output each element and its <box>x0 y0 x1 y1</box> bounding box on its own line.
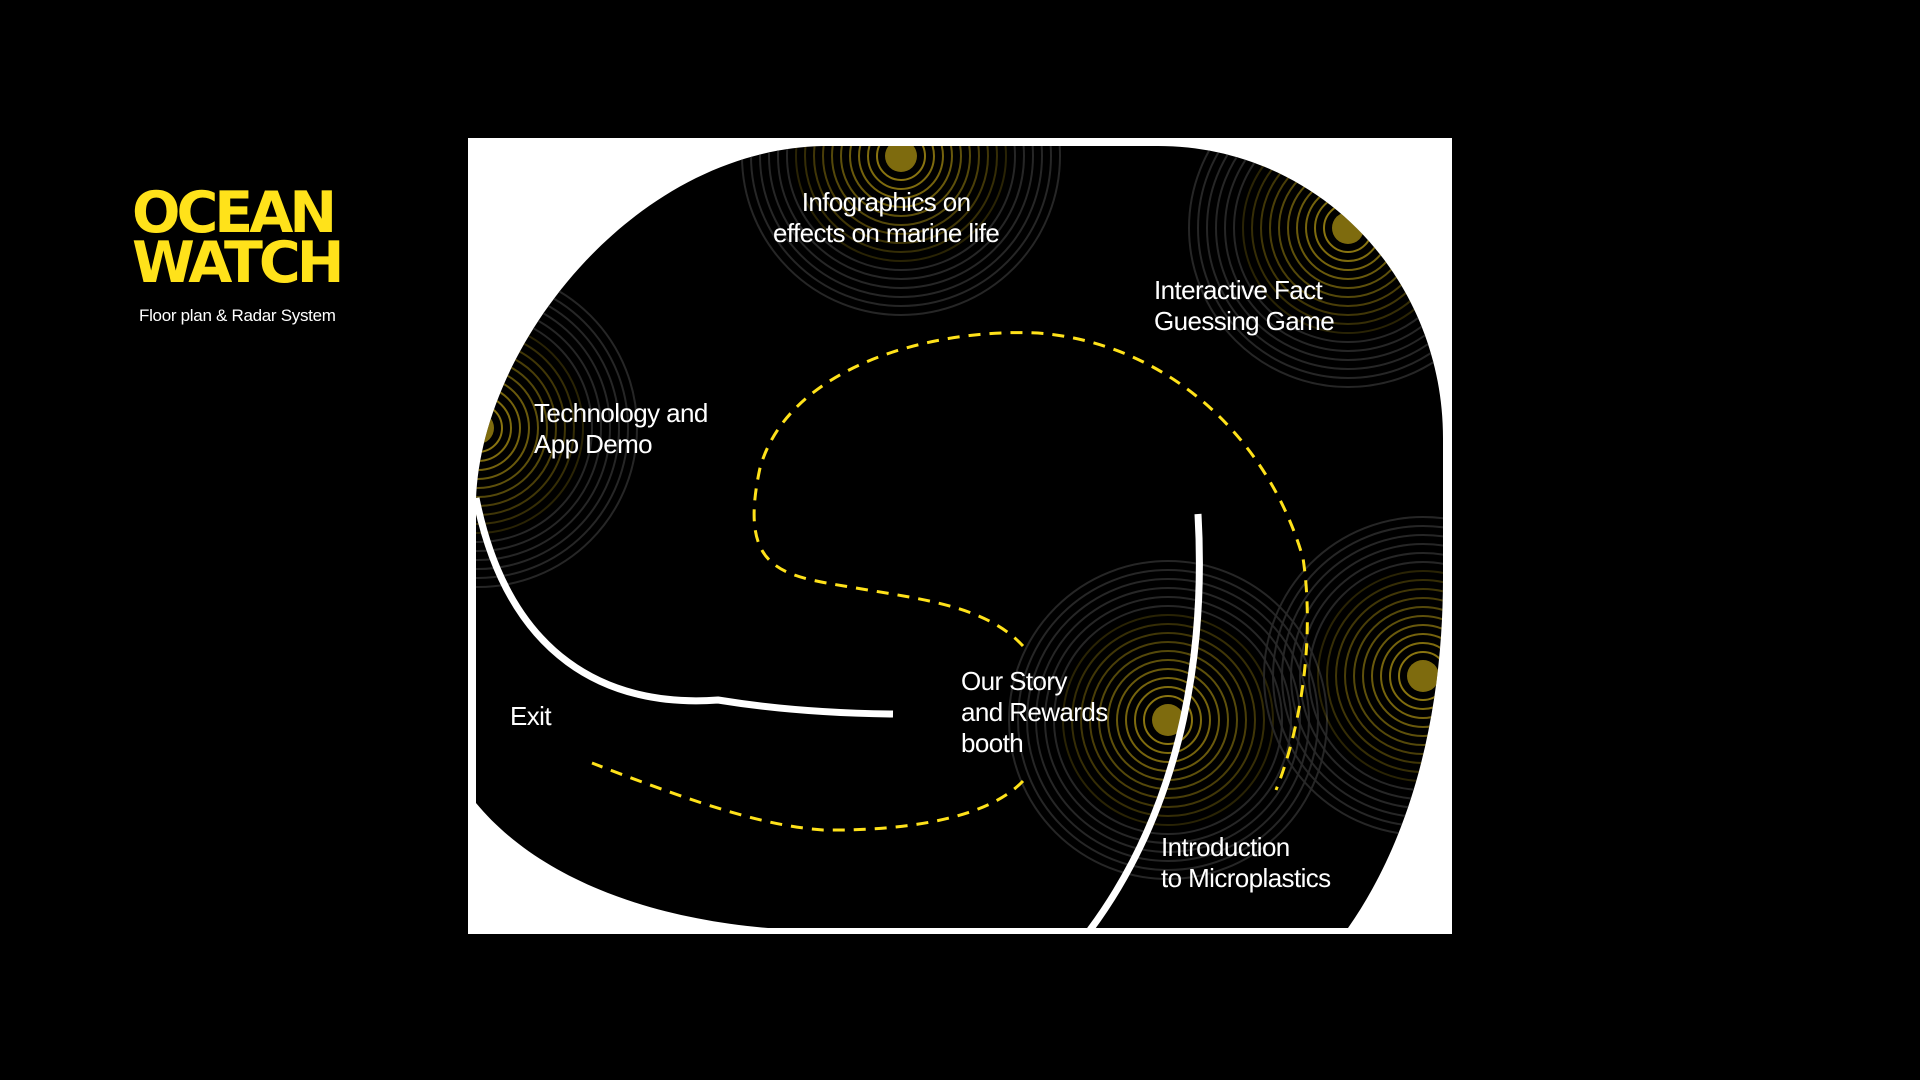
radar-ring <box>795 146 1007 262</box>
brand-block: OCEAN WATCH Floor plan & Radar System <box>132 180 372 326</box>
radar-ring <box>1197 146 1444 379</box>
floor-plan-map <box>468 138 1452 934</box>
radar-ring <box>831 146 971 226</box>
radar-ring <box>768 146 1034 289</box>
radar-ring <box>1071 623 1265 817</box>
radar-ring <box>1089 641 1247 799</box>
zone-label-exit: Exit <box>510 701 552 731</box>
radar-ring <box>1098 650 1238 790</box>
radar-ring <box>1062 614 1274 826</box>
wall-center-divider <box>1087 513 1203 933</box>
radar-ring <box>1233 146 1444 343</box>
radar-ring <box>1344 597 1444 755</box>
radar-ring <box>822 146 980 235</box>
radar-ring <box>1206 146 1444 370</box>
logo-ocean: OCEAN <box>132 180 337 246</box>
radar-ring <box>1053 605 1283 835</box>
radar-ring <box>1353 606 1444 746</box>
radar-ring <box>1362 615 1444 737</box>
radar-ring <box>1134 686 1202 754</box>
floor-area <box>475 146 1443 928</box>
wall-left-curve <box>472 497 894 718</box>
radar-ring <box>777 146 1025 280</box>
zone-label-microplastics: Introduction to Microplastics <box>1161 832 1331 893</box>
radar-ring <box>1251 146 1444 325</box>
zone-label-technology: Technology and App Demo <box>534 398 708 459</box>
zone-label-our-story: Our Story and Rewards booth <box>961 666 1108 758</box>
radar-ring <box>1143 695 1193 745</box>
radar-ring <box>804 146 998 253</box>
radar-ring <box>1380 633 1444 719</box>
radar-ring <box>1224 146 1444 352</box>
radar-ring <box>1215 146 1444 361</box>
radar-ring <box>1242 146 1444 334</box>
radar-ring <box>876 146 926 181</box>
radar-ring <box>1008 560 1328 880</box>
radar-ring <box>840 146 962 217</box>
visitor-path-exit <box>591 761 1025 832</box>
radar-ring <box>867 146 935 190</box>
radar-ring <box>1389 642 1444 710</box>
radar-ring <box>1125 677 1211 763</box>
radar-ring <box>759 146 1043 298</box>
radar-ring <box>858 146 944 199</box>
radar-core <box>1152 704 1184 736</box>
radar-ring <box>1398 651 1444 701</box>
radar-ring <box>1080 632 1256 808</box>
radar-ring <box>1044 596 1292 844</box>
zone-label-infographics: Infographics on effects on marine life <box>773 187 1000 248</box>
radar-core <box>1407 660 1439 692</box>
radar-ring <box>1035 587 1301 853</box>
radar-ring <box>1188 146 1444 388</box>
radar-ring <box>786 146 1016 271</box>
radar-ring <box>849 146 953 208</box>
logo-watch: WATCH <box>132 230 344 296</box>
radar-ring <box>1371 624 1444 728</box>
floor-plan: Infographics on effects on marine life I… <box>468 138 1452 934</box>
zone-label-fact-game: Interactive Fact Guessing Game <box>1154 275 1335 336</box>
radar-core <box>885 146 917 172</box>
radar-ring <box>813 146 989 244</box>
page-subtitle: Floor plan & Radar System <box>139 306 336 325</box>
